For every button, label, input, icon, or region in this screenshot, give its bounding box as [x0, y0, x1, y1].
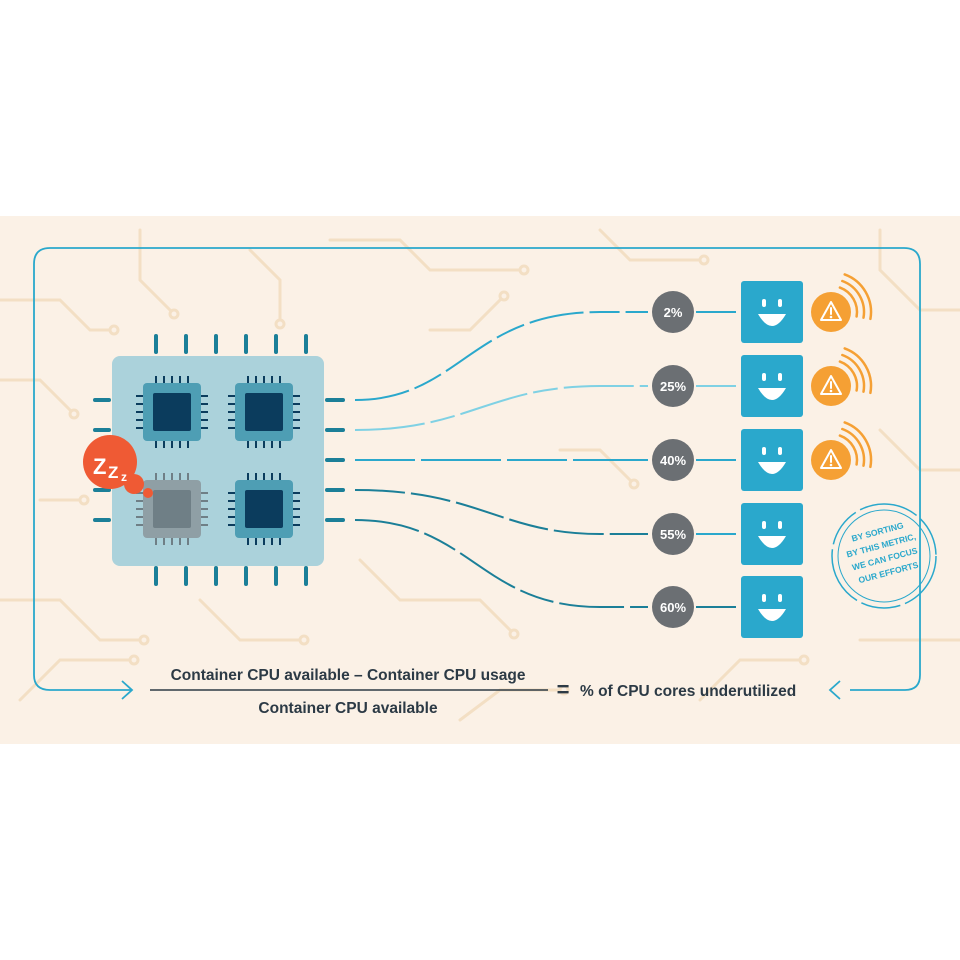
- core-die: [153, 490, 191, 528]
- container-rows: 2% 25% 40% 55% 60%: [652, 273, 873, 638]
- percent-badge: 25%: [652, 365, 694, 407]
- formula-denominator: Container CPU available: [258, 700, 438, 717]
- warning-triangle-icon: [811, 273, 873, 332]
- percent-badge: 2%: [652, 291, 694, 333]
- smiley-face-icon: [741, 281, 803, 343]
- container-row: 2%: [652, 273, 873, 343]
- core-die: [245, 393, 283, 431]
- zzz-letter-1: Z: [93, 454, 106, 479]
- cpu-core: [136, 376, 208, 448]
- container-row: 60%: [652, 576, 803, 638]
- container-row: 25%: [652, 347, 873, 417]
- percent-badge: 40%: [652, 439, 694, 481]
- zzz-sleep-icon: Z Z z: [83, 435, 153, 498]
- warning-triangle-icon: [811, 347, 873, 406]
- circuit-pattern-dots: [68, 254, 810, 696]
- container-row: 55%: [652, 503, 803, 565]
- percent-label: 60%: [660, 600, 686, 615]
- arrow-head-left-icon: [121, 680, 134, 700]
- zzz-letter-3: z: [121, 470, 127, 484]
- cpu-chip: [93, 334, 345, 586]
- arrow-head-right-icon: [828, 680, 841, 700]
- formula-numerator: Container CPU available – Container CPU …: [171, 667, 526, 684]
- zzz-letter-2: Z: [108, 463, 118, 482]
- formula-result: % of CPU cores underutilized: [580, 683, 796, 700]
- percent-label: 40%: [660, 453, 686, 468]
- percent-badge: 55%: [652, 513, 694, 555]
- cpu-core: [228, 473, 300, 545]
- core-pins: [136, 376, 208, 448]
- smiley-face-icon: [741, 355, 803, 417]
- percent-to-face-links: [696, 311, 736, 608]
- circuit-pattern: [0, 228, 960, 722]
- alert-waves: [838, 421, 873, 469]
- feedback-loop-frame: [33, 247, 921, 691]
- alert-waves: [838, 273, 873, 321]
- formula: Container CPU available – Container CPU …: [150, 667, 796, 717]
- percent-label: 25%: [660, 379, 686, 394]
- percent-label: 2%: [664, 305, 683, 320]
- formula-equals-sign: =: [557, 677, 570, 702]
- cpu-core: [228, 376, 300, 448]
- percent-badge: 60%: [652, 586, 694, 628]
- core-pins: [228, 473, 300, 545]
- alert-waves: [838, 347, 873, 395]
- core-die: [245, 490, 283, 528]
- smiley-face-icon: [741, 576, 803, 638]
- smiley-face-icon: [741, 503, 803, 565]
- core-pins: [136, 473, 208, 545]
- container-row: 40%: [652, 421, 873, 491]
- core-die: [153, 393, 191, 431]
- smiley-face-icon: [741, 429, 803, 491]
- container-connectors: [354, 311, 648, 608]
- cpu-core-idle: [136, 473, 208, 545]
- warning-triangle-icon: [811, 421, 873, 480]
- cpu-cores: [136, 376, 300, 545]
- percent-label: 55%: [660, 527, 686, 542]
- core-pins: [228, 376, 300, 448]
